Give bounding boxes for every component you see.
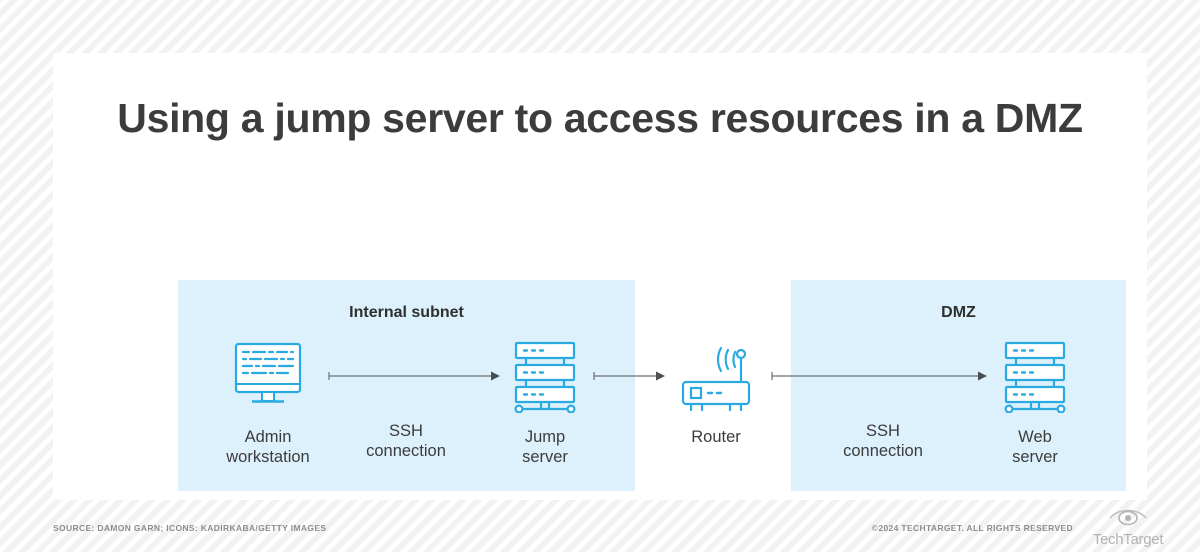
- node-label-jump-server: Jump server: [522, 428, 568, 466]
- node-label-router: Router: [691, 428, 741, 446]
- zone-title-internal-subnet: Internal subnet: [349, 304, 464, 321]
- zone-dmz: [791, 280, 1126, 491]
- arrow-jump-to-router: [593, 368, 665, 386]
- content-card: Using a jump server to access resources …: [53, 53, 1147, 500]
- server-rack-icon: [965, 341, 1105, 413]
- page-title: Using a jump server to access resources …: [117, 95, 1083, 141]
- router-icon: [646, 341, 786, 413]
- server-rack-icon: [475, 341, 615, 413]
- node-jump-server: Jump server: [475, 341, 615, 467]
- arrow-router-to-web: [771, 368, 987, 386]
- connection-label-ssh-2: SSH connection: [843, 422, 923, 460]
- zone-title-dmz: DMZ: [941, 304, 976, 321]
- techtarget-logo: TechTarget: [1078, 505, 1178, 547]
- monitor-icon: [198, 341, 338, 413]
- techtarget-logo-text: TechTarget: [1092, 531, 1164, 548]
- node-web-server: Web server: [965, 341, 1105, 467]
- node-router: Router: [646, 341, 786, 447]
- node-label-admin-workstation: Admin workstation: [226, 428, 310, 466]
- arrow-admin-to-jump: [328, 368, 500, 386]
- footer-copyright: ©2024 TECHTARGET. ALL RIGHTS RESERVED: [871, 523, 1073, 533]
- connection-label-ssh-1: SSH connection: [366, 422, 446, 460]
- footer-source-credit: SOURCE: DAMON GARN; ICONS: KADIRKABA/GET…: [53, 523, 327, 533]
- eye-icon: [1106, 505, 1150, 532]
- node-admin-workstation: Admin workstation: [198, 341, 338, 467]
- node-label-web-server: Web server: [1012, 428, 1058, 466]
